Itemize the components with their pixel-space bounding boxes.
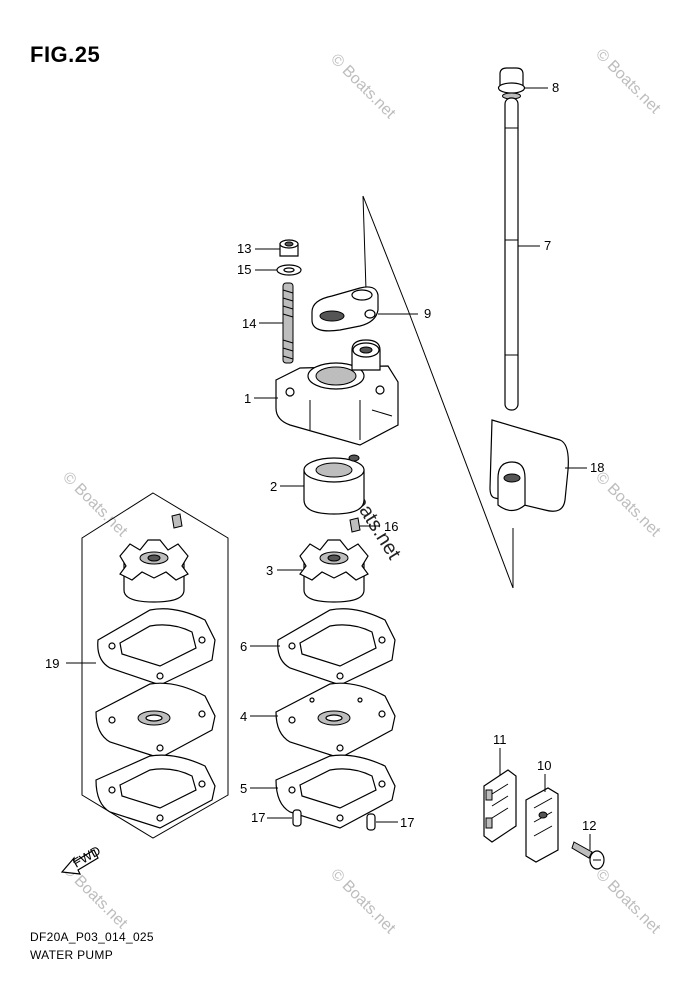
- callout-18: 18: [590, 460, 604, 475]
- part-9-lever[interactable]: [311, 286, 379, 332]
- part-5-lower-gasket[interactable]: [275, 754, 396, 829]
- callout-8: 8: [552, 80, 559, 95]
- part-15-washer[interactable]: [276, 264, 302, 276]
- callout-16: 16: [384, 519, 398, 534]
- kit-19-impeller[interactable]: [119, 539, 189, 603]
- part-17-dowel-pin-left[interactable]: [292, 809, 302, 827]
- kit-19-plate[interactable]: [95, 682, 216, 759]
- part-18-tube-seal[interactable]: [489, 419, 569, 512]
- callout-17-right: 17: [400, 815, 414, 830]
- part-1-pump-case[interactable]: [275, 339, 399, 446]
- callout-6: 6: [240, 639, 247, 654]
- watermark-text: © Boats.net: [592, 866, 664, 938]
- callout-11: 11: [493, 732, 507, 747]
- callout-17-left: 17: [251, 810, 265, 825]
- part-17-dowel-pin-right[interactable]: [366, 813, 376, 831]
- kit-19-key[interactable]: [171, 513, 183, 529]
- part-13-nut[interactable]: [279, 239, 299, 257]
- leader-lines: [66, 87, 591, 850]
- kit-19-outline: [81, 492, 229, 839]
- callout-14: 14: [242, 316, 256, 331]
- fwd-label: FWD: [70, 843, 103, 871]
- callouts: 13 15 14 1 2 16 3 6 4 5 17 17 19 9 8 7 1…: [45, 80, 604, 833]
- callout-12: 12: [582, 818, 596, 833]
- callout-10: 10: [537, 758, 551, 773]
- callout-7: 7: [544, 238, 551, 253]
- watermark-text: © Boats.net: [327, 51, 399, 123]
- callout-5: 5: [240, 781, 247, 796]
- part-11-bracket[interactable]: [483, 769, 517, 843]
- watermark-text: © Boats.net: [592, 46, 664, 118]
- part-6-upper-gasket[interactable]: [277, 608, 396, 686]
- kit-19-upper-gasket[interactable]: [97, 608, 216, 686]
- part-10-clip[interactable]: [525, 787, 559, 863]
- callout-2: 2: [270, 479, 277, 494]
- figure-title: FIG.25: [30, 42, 101, 67]
- callout-1: 1: [244, 391, 251, 406]
- part-4-plate[interactable]: [275, 682, 396, 759]
- part-14-stud-bolt[interactable]: [282, 282, 294, 364]
- callout-13: 13: [237, 241, 251, 256]
- part-16-key[interactable]: [349, 517, 361, 533]
- callout-15: 15: [237, 262, 251, 277]
- watermark-text: © Boats.net: [592, 469, 664, 541]
- kit-9-18-outline: [362, 195, 514, 589]
- fwd-direction-arrow: FWD: [60, 843, 103, 875]
- part-2-pump-liner[interactable]: [303, 454, 365, 515]
- part-3-impeller[interactable]: [299, 539, 369, 603]
- part-7-water-tube[interactable]: [504, 97, 519, 411]
- callout-9: 9: [424, 306, 431, 321]
- watermark-text: © Boats.net: [327, 866, 399, 938]
- part-12-screw[interactable]: [571, 841, 605, 870]
- figure-name: WATER PUMP: [30, 948, 113, 962]
- kit-19-lower-gasket[interactable]: [95, 754, 216, 829]
- part-8-grommet[interactable]: [497, 67, 526, 100]
- figure-code: DF20A_P03_014_025: [30, 930, 154, 944]
- callout-4: 4: [240, 709, 247, 724]
- callout-3: 3: [266, 563, 273, 578]
- callout-19: 19: [45, 656, 59, 671]
